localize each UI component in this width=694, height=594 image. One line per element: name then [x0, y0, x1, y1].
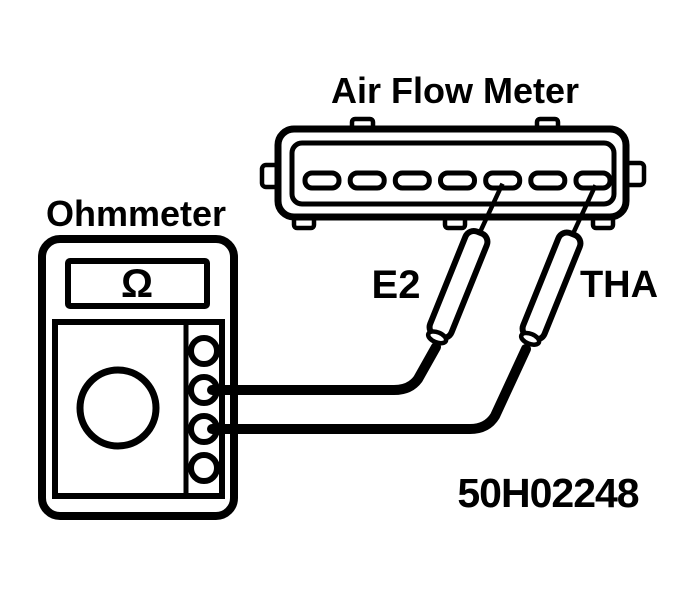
- connector-housing-inner: [289, 140, 617, 207]
- probe-body: [426, 227, 491, 342]
- air-flow-meter-label: Air Flow Meter: [331, 70, 579, 111]
- test-leads: [207, 342, 531, 434]
- connector-pin: [528, 170, 568, 191]
- e2-label: E2: [372, 263, 421, 307]
- ohmmeter: Ω: [38, 235, 238, 520]
- ohmmeter-terminals: [188, 335, 220, 484]
- connector-pin: [438, 170, 477, 191]
- probe-body: [519, 229, 584, 343]
- omega-symbol: Ω: [121, 262, 153, 306]
- connector-pin: [302, 170, 342, 191]
- probe-needle: [475, 182, 505, 240]
- terminal-jack: [188, 452, 220, 484]
- probe-e2: [425, 182, 505, 346]
- connector-pins: [302, 170, 613, 191]
- tha-label: THA: [580, 264, 658, 306]
- ohmmeter-dial: [76, 366, 160, 450]
- ohmmeter-label: Ohmmeter: [46, 193, 226, 234]
- terminal-jack: [188, 335, 220, 367]
- ohmmeter-display: [65, 258, 210, 309]
- probe-needle: [568, 184, 598, 241]
- test-lead-wire-tha: [207, 344, 531, 434]
- connector-pin: [347, 170, 387, 191]
- probe-end-cap: [425, 329, 449, 346]
- air-flow-meter-connector: [259, 116, 647, 231]
- probe-end-cap: [518, 330, 542, 347]
- connector-pin: [392, 170, 432, 191]
- probe-tha: [518, 184, 598, 347]
- figure-number: 50H02248: [457, 470, 638, 516]
- test-lead-wire-e2: [207, 342, 441, 395]
